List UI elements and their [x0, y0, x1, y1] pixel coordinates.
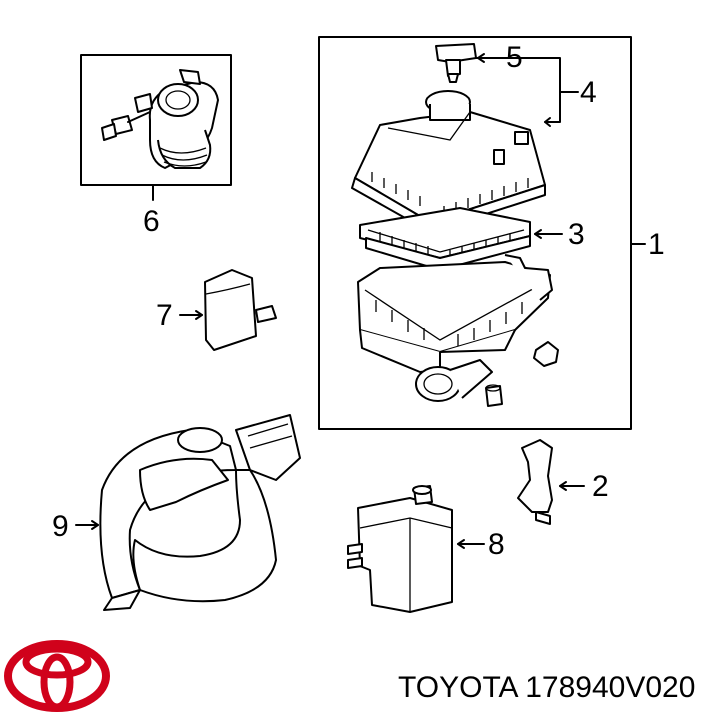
callout-9: 9 — [52, 510, 69, 543]
footer-part-label: TOYOTA 178940V020 — [398, 671, 696, 704]
callout-8: 8 — [488, 528, 505, 561]
part-9-drawing — [99, 414, 301, 611]
part-4-drawing — [351, 90, 546, 233]
callout-4: 4 — [580, 76, 597, 109]
part-1-drawing — [357, 254, 559, 407]
part-8-drawing — [347, 485, 453, 613]
part-7-drawing — [204, 269, 277, 351]
callout-1: 1 — [648, 228, 665, 261]
callout-5: 5 — [506, 41, 523, 74]
callout-7: 7 — [156, 299, 173, 332]
assembly-frame-part-1 — [318, 36, 632, 430]
callout-6: 6 — [143, 205, 160, 238]
part-3-drawing — [359, 207, 531, 271]
inset-frame-part-6 — [80, 54, 232, 186]
callout-3: 3 — [568, 218, 585, 251]
toyota-logo — [4, 640, 110, 712]
part-6-drawing — [101, 69, 219, 169]
part-2-drawing — [517, 439, 553, 525]
part-5-drawing — [435, 43, 477, 83]
callout-2: 2 — [592, 470, 609, 503]
